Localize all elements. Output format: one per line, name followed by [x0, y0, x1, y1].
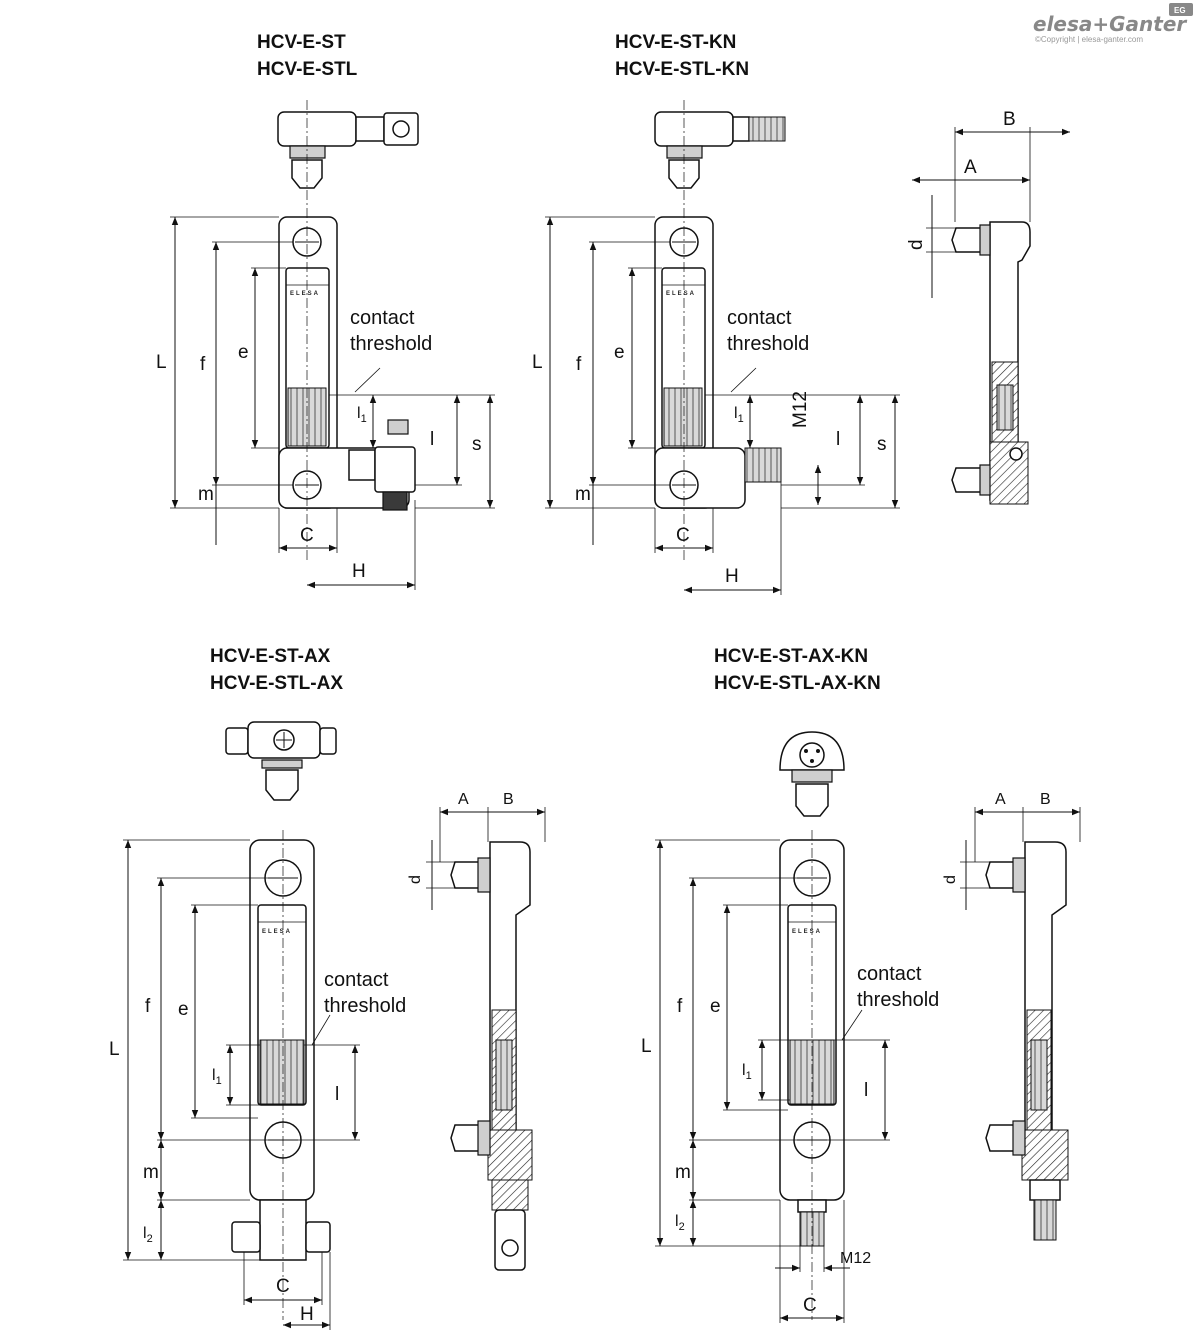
annotation-threshold-kn: threshold	[727, 333, 809, 355]
title-st-ax-2: HCV-E-STL-AX	[210, 673, 343, 694]
window-label-kn: ELESA	[666, 291, 696, 297]
view-side-top: B A d	[906, 109, 1070, 505]
annotation-contact-ax-kn: contact	[857, 963, 922, 985]
brand-logo: elesa+Ganter EG ©Copyright | elesa-gante…	[1033, 3, 1193, 44]
title-st-kn-1: HCV-E-ST-KN	[615, 32, 736, 53]
title-st-ax-kn-1: HCV-E-ST-AX-KN	[714, 646, 868, 667]
annotation-contact-ax: contact	[324, 969, 389, 991]
dim-f-kn: f	[576, 354, 582, 375]
annotation-threshold-st: threshold	[350, 333, 432, 355]
dim-l1-ax: l1	[212, 1067, 222, 1087]
dim-A-ax-kn: A	[995, 791, 1006, 808]
dim-A-ax: A	[458, 791, 469, 808]
view-st-ax-front: ELESA L f e l1 m l2 l	[109, 721, 406, 1330]
dim-l1-kn: l1	[734, 405, 744, 425]
dim-l2-ax: l2	[143, 1225, 153, 1245]
title-st-ax-kn-2: HCV-E-STL-AX-KN	[714, 673, 881, 694]
brand-copyright: ©Copyright | elesa-ganter.com	[1035, 35, 1143, 44]
side-connector	[374, 446, 416, 493]
annotation-contact-st: contact	[350, 307, 415, 329]
view-side-ax-kn: A B d	[942, 791, 1081, 1241]
dim-M12-kn: M12	[790, 391, 811, 428]
dim-l-ax: l	[335, 1084, 339, 1105]
dim-f-ax: f	[145, 996, 151, 1017]
annotation-threshold-ax: threshold	[324, 995, 406, 1017]
dim-C-ax-kn: C	[803, 1295, 817, 1316]
window-label-ax-kn: ELESA	[792, 929, 822, 935]
dim-L-st: L	[156, 352, 167, 373]
dim-m-ax-kn: m	[675, 1162, 691, 1183]
title-st-2: HCV-E-STL	[257, 59, 358, 80]
dim-l2-ax-kn: l2	[675, 1213, 685, 1233]
dim-C-ax: C	[276, 1276, 290, 1297]
dim-l-kn: l	[836, 429, 840, 450]
dim-s-st: s	[472, 434, 482, 455]
dim-B-ax-kn: B	[1040, 791, 1051, 808]
dim-H-kn: H	[725, 566, 739, 587]
title-st-1: HCV-E-ST	[257, 32, 346, 53]
dim-l-st: l	[430, 429, 434, 450]
title-st-ax-1: HCV-E-ST-AX	[210, 646, 331, 667]
dim-e-st: e	[238, 342, 249, 363]
dim-d-ax: d	[407, 875, 424, 884]
view-st-ax-kn-front: ELESA L f e l1 m l2 l	[641, 731, 939, 1323]
dim-e-ax-kn: e	[710, 996, 721, 1017]
annotation-contact-kn: contact	[727, 307, 792, 329]
connector-plug-ax-kn	[779, 731, 845, 817]
dim-m-ax: m	[143, 1162, 159, 1183]
dim-e-ax: e	[178, 999, 189, 1020]
bottom-nut-icon	[951, 467, 985, 493]
dim-f-st: f	[200, 354, 206, 375]
brand-badge: EG	[1174, 6, 1186, 15]
dim-l1-ax-kn: l1	[742, 1062, 752, 1082]
dim-B-side: B	[1003, 109, 1016, 130]
window-label-ax: ELESA	[262, 929, 292, 935]
title-st-kn-2: HCV-E-STL-KN	[615, 59, 749, 80]
dim-L-ax-kn: L	[641, 1036, 652, 1057]
dim-M12-ax-kn: M12	[840, 1250, 871, 1267]
dim-m-st: m	[198, 484, 214, 505]
dim-m-kn: m	[575, 484, 591, 505]
dim-C-st: C	[300, 525, 314, 546]
dim-f-ax-kn: f	[677, 996, 683, 1017]
dim-e-kn: e	[614, 342, 625, 363]
dim-s-kn: s	[877, 434, 887, 455]
dim-B-ax: B	[503, 791, 514, 808]
brand-badge-icon	[1169, 3, 1193, 16]
dim-A-side: A	[964, 157, 977, 178]
dim-C-kn: C	[676, 525, 690, 546]
view-st-kn-front: ELESA L f e m l1 M12 l s	[532, 100, 900, 595]
connector-plug-top-kn	[654, 111, 786, 189]
dim-d-ax-kn: d	[942, 875, 959, 884]
dim-L-kn: L	[532, 352, 543, 373]
connector-plug-top	[277, 111, 419, 189]
dim-L-ax: L	[109, 1039, 120, 1060]
brand-name: elesa+Ganter	[1033, 12, 1187, 36]
dim-H-ax: H	[300, 1304, 314, 1325]
connector-plug-ax	[225, 721, 337, 801]
window-label: ELESA	[290, 291, 320, 297]
dim-l1-st: l1	[357, 405, 367, 425]
view-st-front: ELESA L f e m l1 l s	[156, 100, 495, 590]
dim-d-side: d	[906, 239, 927, 250]
annotation-threshold-ax-kn: threshold	[857, 989, 939, 1011]
top-nut-icon	[951, 227, 985, 253]
view-side-ax: A B d	[407, 791, 546, 1271]
dim-H-st: H	[352, 561, 366, 582]
dim-l-ax-kn: l	[864, 1080, 868, 1101]
